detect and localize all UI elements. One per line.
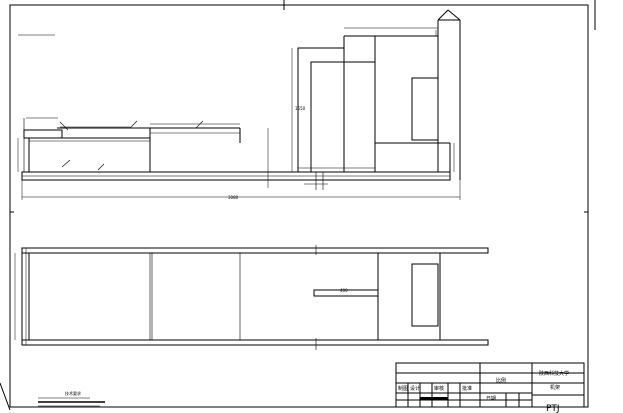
right-cabinet — [374, 35, 439, 173]
tall-column-inner — [310, 61, 345, 173]
plan-view: 400 — [14, 245, 489, 350]
approve-label: 批准 — [462, 385, 472, 392]
title-block: 陕西科技大学 机架 比例 制图 设计 审核 批准 日期 PTJ — [395, 362, 585, 413]
scale-label: 比例 — [496, 377, 506, 384]
cabinet-panel — [411, 77, 439, 141]
sheet-frame — [0, 0, 596, 411]
notes-block: 技术要求 — [38, 390, 105, 407]
drawing-number: PTJ — [546, 404, 560, 413]
left-frame — [28, 137, 151, 173]
plan-top-rail — [21, 247, 489, 254]
outer-frame — [9, 4, 589, 408]
designer-label: 设计 — [410, 385, 420, 392]
checker-label: 审核 — [434, 385, 444, 392]
overall-length-label: 3080 — [228, 195, 239, 200]
plan-bottom-rail — [21, 339, 489, 346]
plan-cabinet — [411, 263, 439, 327]
drawn-label: 制图 — [398, 385, 408, 392]
drawing-name: 机架 — [550, 384, 560, 391]
plan-offset-label: 400 — [340, 288, 348, 293]
plan-beam — [313, 289, 379, 297]
left-hopper — [23, 129, 63, 139]
height-label: 1650 — [295, 106, 306, 111]
notes-title: 技术要求 — [65, 390, 81, 396]
date-label: 日期 — [486, 396, 496, 402]
tall-column-right — [343, 61, 376, 173]
school-name: 陕西科技大学 — [539, 370, 569, 377]
front-view: 3080 1650 — [17, 9, 461, 200]
